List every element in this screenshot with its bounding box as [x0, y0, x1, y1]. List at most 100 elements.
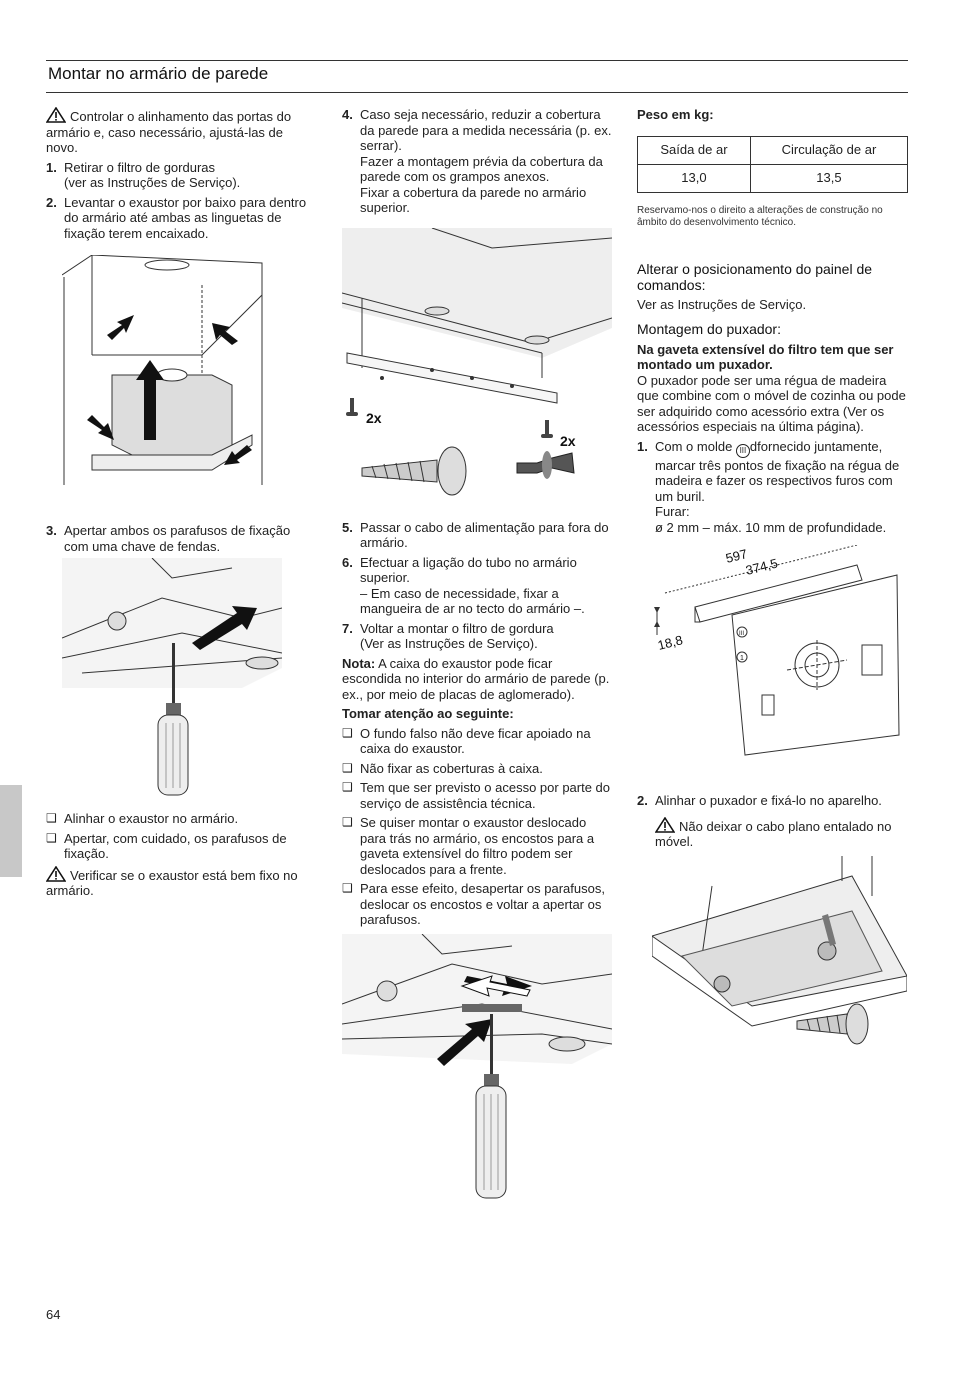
checkbox-icon: ❑: [342, 815, 353, 829]
check-text: Se quiser montar o exaustor deslocado pa…: [360, 815, 595, 877]
step-text-2: dfornecido juntamente, marcar três ponto…: [655, 438, 900, 504]
warning-paragraph-1: Controlar o alinhamento das portas do ar…: [46, 107, 318, 156]
checklist-item: ❑ Apertar, com cuidado, os parafusos de f…: [46, 831, 318, 862]
table-row: 13,0 13,5: [637, 163, 909, 193]
step-text: Voltar a montar o filtro de gordura: [360, 620, 554, 636]
warning-icon: [655, 816, 675, 833]
column-1: Controlar o alinhamento das portas do ar…: [46, 107, 318, 903]
mold-marker: III: [739, 631, 744, 637]
title-rule: [46, 92, 908, 93]
checkbox-icon: ❑: [342, 881, 353, 895]
warning-text-2: Verificar se o exaustor está bem fixo no…: [46, 867, 298, 899]
attention-heading: Tomar atenção ao seguinte:: [342, 706, 514, 721]
step-text: Alinhar o puxador e fixá-lo no aparelho.: [655, 793, 882, 808]
step-number: 6.: [342, 554, 353, 570]
panel-heading: Alterar o posicionamento do painel de co…: [637, 260, 873, 293]
step-text-2: Fazer a montagem prévia da cobertura da …: [360, 153, 603, 185]
note-text: A caixa do exaustor pode ficar escondida…: [342, 655, 610, 702]
checklist-item: ❑ O fundo falso não deve ficar apoiado na…: [342, 726, 614, 757]
screw-icon: [796, 1003, 869, 1044]
step-text: Caso seja necessário, reduzir a cobertur…: [360, 107, 612, 153]
dimension-597: 597: [724, 546, 749, 566]
step-number: 2.: [637, 793, 648, 808]
step-number: 5.: [342, 519, 353, 535]
screw-icon: [361, 446, 467, 495]
drill-label: Furar:: [655, 504, 690, 519]
table-cell: 13,0: [637, 163, 751, 193]
checklist-item: ❑ Tem que ser previsto o acesso por parte…: [342, 780, 614, 811]
check-text: Para esse efeito, desapertar os parafuso…: [360, 881, 605, 927]
step-text: Retirar o filtro de gorduras: [64, 159, 216, 175]
warning-text-3: Não deixar o cabo plano entalado no móve…: [655, 818, 892, 850]
check-text: Apertar, com cuidado, os parafusos de fi…: [64, 830, 287, 862]
screwdriver-fixing-illustration: [62, 558, 282, 803]
handle-text: O puxador pode ser uma régua de madeira …: [637, 372, 906, 435]
weight-table: Saída de ar Circulação de ar 13,0 13,5: [637, 135, 909, 193]
step-text-3: Fixar a cobertura da parede no armário s…: [360, 184, 587, 216]
step-text: Efectuar a ligação do tubo no armário su…: [360, 554, 577, 586]
checklist-item: ❑ Não fixar as coberturas à caixa.: [342, 761, 614, 777]
column-3: Peso em kg: Saída de ar Circulação de ar…: [637, 107, 909, 1071]
step-number: 3.: [46, 523, 57, 538]
table-header-cell: Saída de ar: [637, 135, 751, 165]
step-7: 7. Voltar a montar o filtro de gordura(Ve…: [342, 621, 614, 652]
step-text: Apertar ambos os parafusos de fixação co…: [64, 523, 291, 554]
step-6: 6. Efectuar a ligação do tubo no armário …: [342, 555, 614, 617]
table-cell: 13,5: [749, 163, 909, 193]
checkbox-icon: ❑: [46, 811, 57, 825]
step-number: 7.: [342, 620, 353, 636]
handle-bold-text: Na gaveta extensível do filtro tem que s…: [637, 341, 894, 373]
panel-text: Ver as Instruções de Serviço.: [637, 296, 807, 312]
table-header-row: Saída de ar Circulação de ar: [637, 135, 909, 165]
check-text: Tem que ser previsto o acesso por parte …: [360, 780, 611, 811]
dimension-18-8: 18,8: [656, 632, 684, 653]
handle-mounting-illustration: [652, 855, 907, 1071]
handle-heading: Montagem do puxador:: [637, 321, 781, 337]
step-text-2: (Ver as Instruções de Serviço).: [360, 636, 538, 651]
stop-adjust-illustration: [342, 933, 612, 1204]
step-number: 1.: [46, 159, 57, 175]
step-3: 3. Apertar ambos os parafusos de fixação …: [46, 523, 318, 554]
check-text: O fundo falso não deve ficar apoiado na …: [360, 725, 591, 757]
dimension-374-5: 374,5: [744, 555, 779, 577]
mold-symbol: III: [735, 443, 750, 458]
step-number: 2.: [46, 194, 57, 210]
step-text: Levantar o exaustor por baixo para dentr…: [64, 194, 307, 241]
position-marker: 1: [740, 655, 744, 662]
warning-text-1: Controlar o alinhamento das portas do ar…: [46, 109, 292, 155]
page-title: Montar no armário de parede: [48, 64, 269, 83]
top-rule: [46, 60, 908, 61]
quantity-label-b: 2x: [560, 433, 576, 449]
cabinet-lift-illustration: [62, 255, 282, 515]
quantity-label-a: 2x: [366, 410, 382, 426]
step-1: 1. Retirar o filtro de gorduras(ver as In…: [46, 160, 318, 191]
step-text-2: (ver as Instruções de Serviço).: [64, 175, 241, 190]
note-paragraph: Nota: A caixa do exaustor pode ficar esc…: [342, 656, 614, 703]
weight-label: Peso em kg:: [637, 107, 714, 122]
checkbox-icon: ❑: [342, 780, 353, 794]
wall-cover-illustration: 2x 2x: [342, 227, 612, 508]
warning-icon: [46, 865, 66, 882]
checklist-item: ❑ Para esse efeito, desapertar os parafus…: [342, 881, 614, 928]
section-tab: [0, 785, 22, 877]
checkbox-icon: ❑: [342, 725, 353, 740]
step-number: 4.: [342, 107, 353, 122]
checklist-item: ❑ Se quiser montar o exaustor deslocado p…: [342, 815, 614, 877]
disclaimer: Reservamo-nos o direito a alterações de …: [637, 204, 883, 228]
step-text-2: – Em caso de necessidade, fixar a mangue…: [360, 585, 585, 617]
step-number: 1.: [637, 438, 648, 454]
clip-icon: [516, 450, 575, 479]
checkbox-icon: ❑: [342, 760, 353, 775]
check-text: Não fixar as coberturas à caixa.: [360, 760, 543, 776]
step-text: Passar o cabo de alimentação para fora d…: [360, 519, 609, 551]
warning-icon: [46, 107, 66, 123]
checklist-item: ❑Alinhar o exaustor no armário.: [46, 811, 318, 827]
warning-paragraph-3: Não deixar o cabo plano entalado no móve…: [655, 816, 909, 850]
checkbox-icon: ❑: [46, 830, 57, 845]
table-header-cell: Circulação de ar: [749, 135, 909, 165]
column-2: 4. Caso seja necessário, reduzir a cobert…: [342, 107, 614, 1204]
note-label: Nota:: [342, 655, 376, 671]
step-2: 2. Levantar o exaustor por baixo para den…: [46, 195, 318, 242]
warning-paragraph-2: Verificar se o exaustor está bem fixo no…: [46, 865, 318, 899]
